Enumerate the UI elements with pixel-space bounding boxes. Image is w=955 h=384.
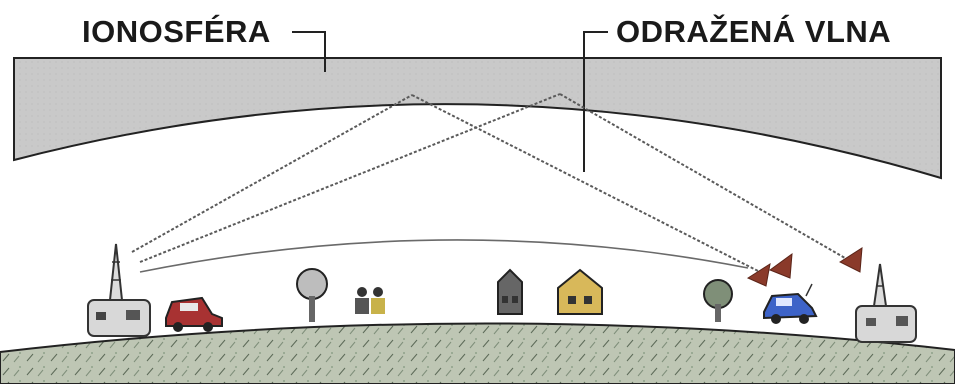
transmitter-tower-icon: [88, 244, 150, 336]
house-icon: [498, 270, 522, 314]
house-icon: [558, 270, 602, 314]
receiver-tower-icon: [856, 264, 916, 342]
tree-icon: [704, 280, 732, 322]
car-icon: [764, 284, 816, 324]
car-icon: [166, 298, 222, 332]
ionosphere-band: [14, 58, 941, 178]
signal-arrows: [748, 248, 862, 286]
tree-icon: [297, 269, 327, 322]
ground-wave-path: [140, 240, 748, 272]
people-icon: [355, 287, 385, 314]
